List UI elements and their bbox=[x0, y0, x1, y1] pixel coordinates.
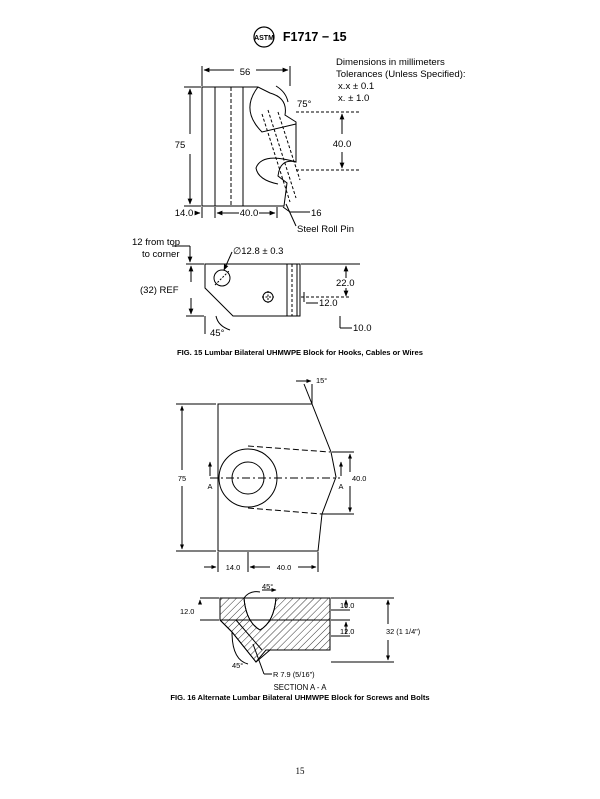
fig15-large-hole bbox=[213, 269, 231, 287]
dimension-notes: Dimensions in millimeters Tolerances (Un… bbox=[336, 57, 466, 105]
notes-line-2: Tolerances (Unless Specified): bbox=[336, 69, 466, 80]
fig15-dim-height: 75 bbox=[175, 140, 186, 151]
fig16-section-mark-left: A bbox=[208, 482, 213, 491]
fig16-dim-top-angle: 15° bbox=[316, 376, 327, 385]
fig15-drawing: 56 75 75° 40.0 14.0 40.0 16 Steel Roll P… bbox=[132, 66, 372, 339]
fig15-dim-slot-spacing: 40.0 bbox=[333, 139, 352, 150]
page-number: 15 bbox=[295, 766, 305, 776]
fig15-slot-lower bbox=[255, 157, 297, 185]
fig16-dim-height: 75 bbox=[178, 474, 186, 483]
fig16-dim-section-mid: 12.0 bbox=[340, 627, 354, 636]
fig16-section-mark-right: A bbox=[339, 482, 344, 491]
notes-line-3: x.x ± 0.1 bbox=[338, 81, 375, 92]
fig15-ref: (32) REF bbox=[140, 285, 179, 296]
fig15-dim-bottom-span: 40.0 bbox=[240, 208, 259, 219]
fig15-dim-chamfer: 45° bbox=[210, 328, 225, 339]
fig15-slot-upper bbox=[249, 86, 297, 133]
fig15-from-top-line1: 12 from top bbox=[132, 237, 180, 248]
fig15-dim-22: 22.0 bbox=[336, 278, 355, 289]
fig16-drawing: 15° 75 40.0 A A 14.0 40.0 45° 12.0 10.0 … bbox=[176, 376, 420, 679]
fig16-section-label: SECTION A - A bbox=[273, 683, 327, 692]
fig16-dim-bottom-span: 40.0 bbox=[277, 563, 291, 572]
fig15-dim-12: 12.0 bbox=[319, 298, 338, 309]
fig16-dim-thickness: 32 (1 1/4") bbox=[386, 627, 420, 636]
fig15-hole-diameter: ∅12.8 ± 0.3 bbox=[233, 246, 283, 257]
fig15-dim-10: 10.0 bbox=[353, 323, 372, 334]
document-id: F1717 − 15 bbox=[282, 30, 347, 44]
fig15-pin-label: Steel Roll Pin bbox=[297, 224, 354, 235]
fig16-dim-left-offset: 14.0 bbox=[226, 563, 240, 572]
fig15-caption: FIG. 15 Lumbar Bilateral UHMWPE Block fo… bbox=[177, 348, 423, 357]
page-header: ASTM F1717 − 15 bbox=[0, 26, 600, 48]
fig16-dim-counterbore-angle: 45° bbox=[262, 582, 273, 591]
fig15-dim-pin-depth: 16 bbox=[311, 208, 322, 219]
fig15-dim-width: 56 bbox=[240, 67, 251, 78]
fig15-from-top-line2: to corner bbox=[142, 249, 180, 260]
astm-logo-icon: ASTM bbox=[253, 26, 276, 48]
notes-line-1: Dimensions in millimeters bbox=[336, 57, 445, 68]
fig16-dim-chamfer: 45° bbox=[232, 661, 243, 670]
fig15-dim-angle: 75° bbox=[297, 99, 312, 110]
fig15-dim-left-offset: 14.0 bbox=[175, 208, 194, 219]
svg-text:ASTM: ASTM bbox=[255, 35, 275, 42]
fig15-block-outline bbox=[201, 86, 297, 207]
fig15-side-view-outline bbox=[204, 263, 301, 317]
fig16-dim-section-left: 12.0 bbox=[180, 607, 194, 616]
fig16-dim-section-top: 10.0 bbox=[340, 601, 354, 610]
fig16-section-outline bbox=[219, 597, 331, 663]
notes-line-4: x. ± 1.0 bbox=[338, 93, 370, 104]
fig16-dim-radius: R 7.9 (5/16") bbox=[273, 670, 315, 679]
fig16-block-outline bbox=[217, 403, 337, 552]
fig16-caption: FIG. 16 Alternate Lumbar Bilateral UHMWP… bbox=[170, 693, 430, 702]
fig15-small-hole bbox=[262, 291, 274, 303]
fig16-dim-slot-spacing: 40.0 bbox=[352, 474, 366, 483]
